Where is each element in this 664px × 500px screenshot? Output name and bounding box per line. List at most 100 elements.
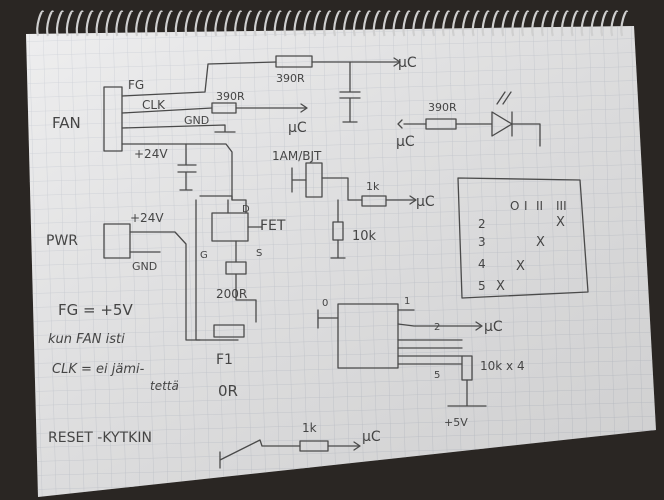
label-f1: F1 [216, 352, 233, 368]
spiral-coil [610, 10, 619, 37]
arrow-fg [393, 57, 401, 67]
table-header-2: II [536, 199, 543, 213]
spiral-coil [362, 10, 371, 37]
label-fan-note: kun FAN isti [48, 332, 125, 347]
label-clk-note2: tettä [150, 379, 179, 393]
label-pwr: PWR [46, 233, 78, 249]
spiral-coil [333, 10, 342, 37]
table-row-label: 4 [478, 257, 486, 271]
label-gnd-pwr: GND [132, 260, 157, 273]
label-uc-top: µC [398, 55, 417, 71]
spiral-coil [244, 10, 252, 37]
spiral-coil [46, 10, 54, 37]
label-390r-led: 390R [428, 101, 457, 114]
spiral-coil [343, 10, 351, 37]
spiral-coil [303, 10, 312, 37]
spiral-coil [36, 10, 45, 37]
spiral-coil [214, 10, 223, 37]
label-switch-pin1: 1 [404, 296, 410, 307]
spiral-coil [570, 10, 579, 37]
table-row-label: 2 [478, 217, 486, 231]
spiral-coil [580, 10, 589, 37]
spiral-coil [204, 10, 213, 37]
spiral-coil [481, 10, 490, 37]
spiral-coil [115, 10, 124, 37]
label-clk-note: CLK = ei jämi- [52, 362, 145, 377]
spiral-coil [194, 10, 203, 37]
spiral-coil [402, 10, 411, 37]
label-fg: FG [128, 78, 144, 92]
spiral-coil [541, 10, 549, 37]
spiral-coil [145, 10, 153, 37]
plus24-wire [121, 143, 233, 201]
spiral-coil [392, 10, 401, 37]
spiral-coil [254, 10, 262, 37]
table-mark: X [496, 279, 505, 294]
spiral-coil [56, 10, 64, 37]
fg-wire [121, 61, 277, 97]
label-f1-val: 0R [218, 382, 238, 400]
spiral-binding [36, 10, 629, 37]
rotary-switch [337, 303, 399, 369]
label-uc-clk: µC [288, 120, 307, 136]
spiral-coil [521, 10, 530, 37]
table-mark: X [516, 259, 525, 274]
label-plus24-pwr: +24V [130, 211, 164, 225]
label-390r-clk: 390R [216, 90, 245, 103]
table-row-label: 3 [478, 235, 486, 249]
spiral-coil [511, 10, 520, 37]
label-10k-x4: 10k x 4 [480, 359, 525, 373]
spiral-coil [283, 10, 292, 37]
spiral-coil [273, 10, 282, 37]
spiral-coil [620, 10, 629, 37]
fuse-f1 [213, 324, 245, 338]
spiral-coil [184, 10, 193, 37]
label-uc-reset: µC [362, 429, 381, 445]
spiral-coil [164, 10, 173, 37]
label-reset: RESET -KYTKIN [48, 430, 152, 446]
schematic [103, 55, 589, 469]
spiral-coil [422, 10, 431, 37]
spiral-coil [432, 10, 441, 37]
label-200r: 200R [216, 287, 247, 301]
spiral-coil [95, 10, 104, 37]
table-header-1: I [524, 199, 528, 213]
spiral-coil [491, 10, 500, 37]
spiral-coil [501, 10, 510, 37]
label-switch-pin2: 2 [434, 322, 440, 333]
label-gnd-fan: GND [184, 114, 209, 127]
table-row-label: 5 [478, 279, 486, 293]
spiral-coil [372, 10, 381, 37]
spiral-coil [551, 10, 559, 37]
label-10k-fet: 10k [352, 229, 377, 244]
spiral-coil [531, 10, 540, 37]
table-header-0: O [510, 199, 519, 213]
spiral-coil [125, 10, 134, 37]
label-plus24-fan: +24V [134, 147, 168, 161]
label-plus5v: +5V [444, 416, 468, 429]
table-header-3: III [556, 199, 567, 213]
label-s: S [256, 248, 262, 259]
label-fet-part: 1AM/BJT [272, 149, 322, 163]
spiral-coil [155, 10, 163, 37]
spiral-coil [461, 10, 470, 37]
label-fet: FET [260, 218, 286, 234]
spiral-coil [382, 10, 391, 37]
label-uc-switch: µC [484, 319, 503, 335]
spiral-coil [65, 10, 74, 37]
spiral-coil [471, 10, 480, 37]
clk-wire [121, 107, 213, 114]
spiral-coil [234, 10, 243, 37]
spiral-coil [353, 10, 361, 37]
fan-connector [103, 86, 123, 152]
label-uc-led: µC [396, 134, 415, 150]
spiral-coil [323, 10, 332, 37]
table-mark: X [556, 215, 565, 230]
spiral-coil [442, 10, 450, 37]
spiral-coil [174, 10, 183, 37]
label-d: D [242, 204, 250, 215]
spiral-coil [560, 10, 569, 37]
label-1k-fet: 1k [366, 180, 380, 193]
notebook-page [26, 26, 656, 497]
